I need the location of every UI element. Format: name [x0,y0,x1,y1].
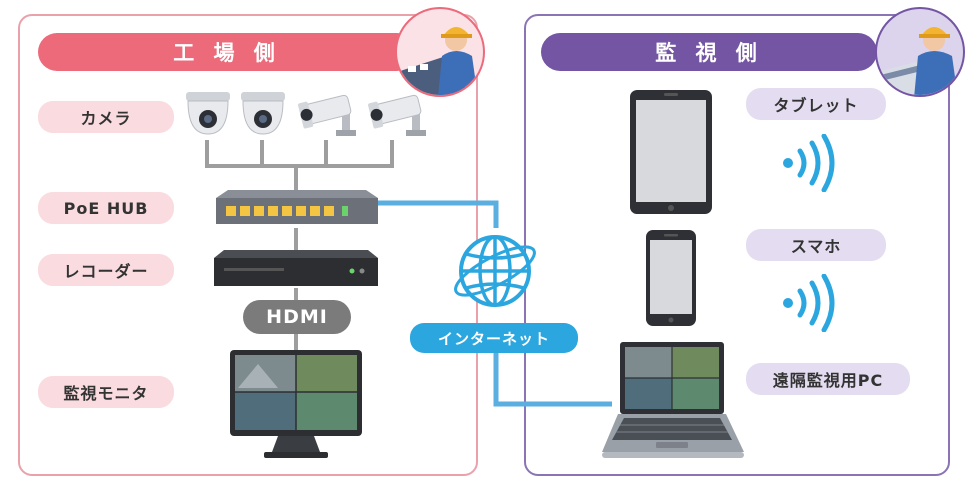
monitoring-header: 監 視 側 [541,33,877,71]
recorder-label: レコーダー [38,254,174,286]
bullet-camera-icon [298,94,356,136]
wifi-signal-icon [783,134,835,192]
laptop-icon [602,342,744,458]
network-switch-icon [216,190,378,224]
bullet-camera-icon [368,94,426,136]
dome-camera-icon [241,92,285,135]
internet-lines [378,200,612,407]
wifi-signal-icon [783,274,835,332]
smartphone-label: スマホ [746,229,886,261]
poe-hub-label: PoE HUB [38,192,174,224]
monitoring-worker-icon [875,7,965,97]
monitor-label: 監視モニタ [38,376,174,408]
globe-icon [454,235,536,307]
recorder-icon [214,250,378,286]
smartphone-icon [646,230,696,326]
dome-camera-icon [186,92,230,135]
camera-label: カメラ [38,101,174,133]
tablet-icon [630,90,712,214]
monitor-icon [230,350,362,458]
factory-worker-icon [395,7,485,97]
factory-header: 工 場 側 [38,33,416,71]
internet-label: インターネット [410,323,578,353]
hdmi-cable-label: HDMI [243,300,351,334]
tablet-label: タブレット [746,88,886,120]
remote-pc-label: 遠隔監視用PC [746,363,910,395]
